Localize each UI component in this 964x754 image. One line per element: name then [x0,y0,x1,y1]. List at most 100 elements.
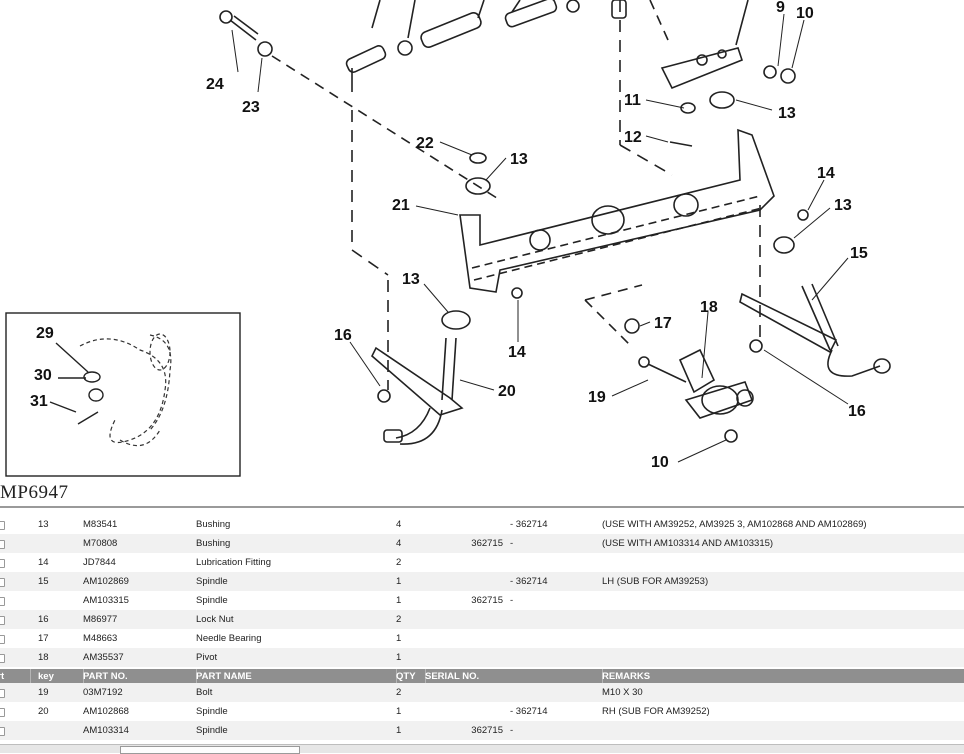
row-checkbox[interactable] [0,578,5,587]
qty-cell: 1 [396,576,402,587]
part-name-cell: Pivot [196,652,218,663]
part-name-cell: Spindle [196,706,228,717]
part-name-cell: Bushing [196,538,231,549]
part-name-cell: Spindle [196,576,228,587]
callout-13: 13 [778,105,796,122]
part-number-cell: M70808 [83,538,118,549]
qty-cell: 1 [396,652,402,663]
serial-from-cell: 362715 [471,595,503,606]
part-name-cell: Lock Nut [196,614,234,625]
part-number-cell: JD7844 [83,557,116,568]
qty-cell: 4 [396,519,402,530]
qty-cell: 2 [396,687,402,698]
row-checkbox[interactable] [0,597,5,606]
key-cell: 17 [38,633,49,644]
row-checkbox[interactable] [0,559,5,568]
remarks-cell: M10 X 30 [602,687,643,698]
row-checkbox[interactable] [0,540,5,549]
callout-22: 22 [416,135,434,152]
callout-19: 19 [588,389,606,406]
serial-from-cell: 362715 [471,725,503,736]
callout-23: 23 [242,99,260,116]
scrollbar-thumb[interactable] [120,746,300,754]
serial-from-cell [425,553,503,572]
key-cell: 15 [38,576,49,587]
serial-from-cell [425,648,503,667]
row-checkbox[interactable] [0,689,5,698]
serial-from-cell: 362715 [471,538,503,549]
table-row[interactable]: 18 AM35537 Pivot 1 [0,648,964,667]
callout-21: 21 [392,197,410,214]
callout-31: 31 [30,393,48,410]
callout-15: 15 [850,245,868,262]
part-number-cell: M48663 [83,633,118,644]
part-name-cell: Needle Bearing [196,633,262,644]
key-cell: 19 [38,687,49,698]
row-checkbox[interactable] [0,635,5,644]
serial-from-cell [425,683,503,702]
serial-to-cell: - [510,538,514,549]
qty-cell: 1 [396,633,402,644]
serial-from-cell [425,610,503,629]
callout-17: 17 [654,315,672,332]
header-part[interactable]: art [0,669,31,683]
header-remarks[interactable]: REMARKS [602,669,964,683]
serial-to-cell: - [510,595,514,606]
exploded-view-drawing [5,0,891,477]
remarks-cell: RH (SUB FOR AM39252) [602,706,710,717]
key-cell: 14 [38,557,49,568]
qty-cell: 1 [396,706,402,717]
row-checkbox[interactable] [0,521,5,530]
part-name-cell: Spindle [196,595,228,606]
header-part-name[interactable]: PART NAME [196,669,397,683]
row-checkbox[interactable] [0,708,5,717]
serial-to-cell: - 362714 [510,706,548,717]
remarks-cell: (USE WITH AM103314 AND AM103315) [602,538,774,549]
qty-cell: 1 [396,595,402,606]
callout-20: 20 [498,383,516,400]
row-checkbox[interactable] [0,616,5,625]
part-number-cell: 03M7192 [83,687,123,698]
remarks-cell: (USE WITH AM39252, AM3925 3, AM102868 AN… [602,519,867,530]
table-row[interactable]: 20 AM102868 Spindle 1 - 362714 RH (SUB FOR AM… [0,702,964,721]
qty-cell: 1 [396,725,402,736]
header-qty[interactable]: QTY [396,669,426,683]
part-number-cell: AM102868 [83,706,129,717]
row-checkbox[interactable] [0,727,5,736]
figure-id: MP6947 [0,482,69,503]
part-number-cell: AM35537 [83,652,124,663]
serial-from-cell [425,702,503,721]
part-number-cell: AM102869 [83,576,129,587]
part-name-cell: Bushing [196,519,231,530]
row-checkbox[interactable] [0,654,5,663]
callout-29: 29 [36,325,54,342]
serial-from-cell [425,629,503,648]
callout-14: 14 [817,165,835,182]
callout-18: 18 [700,299,718,316]
part-number-cell: M83541 [83,519,118,530]
callout-24: 24 [206,76,224,93]
part-name-cell: Bolt [196,687,213,698]
part-number-cell: AM103314 [83,725,129,736]
key-cell: 18 [38,652,49,663]
header-part-no[interactable]: PART NO. [83,669,197,683]
header-serial-no[interactable]: SERIAL NO. [425,669,603,683]
header-key[interactable]: key [38,669,84,683]
table-row[interactable]: 17 M48663 Needle Bearing 1 [0,629,964,648]
table-row[interactable]: 19 03M7192 Bolt 2 M10 X 30 [0,683,964,702]
part-name-cell: Spindle [196,725,228,736]
callout-14: 14 [508,344,526,361]
serial-to-cell: - 362714 [510,576,548,587]
key-cell: 20 [38,706,49,717]
qty-cell: 2 [396,614,402,625]
serial-from-cell [425,572,503,591]
